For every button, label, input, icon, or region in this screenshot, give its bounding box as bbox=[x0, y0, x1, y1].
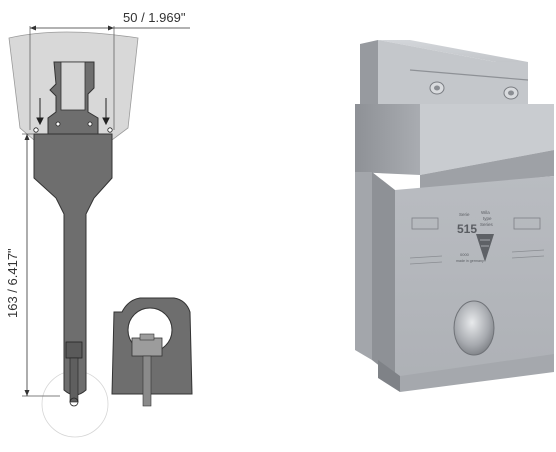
tool-render: Serie 515 Wila type Series 0000 made in … bbox=[355, 40, 554, 392]
clamp-arrows bbox=[36, 98, 110, 126]
side-text-bot: Series bbox=[480, 222, 494, 227]
main-side-face bbox=[372, 172, 395, 378]
height-dimension-label: 163 / 6.417" bbox=[5, 248, 20, 318]
model-number: 515 bbox=[457, 222, 477, 236]
bottom-bore bbox=[453, 300, 495, 356]
maker-logo-icon bbox=[476, 234, 494, 262]
section-drawing: 50 / 1.969" 163 / 6.417" bbox=[5, 10, 193, 438]
tang-top-face bbox=[378, 40, 528, 62]
stem-bolt bbox=[65, 341, 83, 359]
series-label: Serie bbox=[459, 212, 470, 217]
height-dimension: 163 / 6.417" bbox=[5, 133, 60, 397]
side-view-nut bbox=[131, 337, 163, 357]
width-dimension: 50 / 1.969" bbox=[29, 10, 190, 130]
shoulder-top-face bbox=[420, 104, 554, 175]
side-text-top: Wila bbox=[481, 210, 490, 215]
tang-screws bbox=[429, 81, 519, 100]
tang-slot bbox=[60, 61, 86, 111]
shoulder-left-face bbox=[355, 104, 420, 175]
shoulder-bevel bbox=[420, 150, 554, 190]
tip-front-face bbox=[400, 354, 554, 392]
engraving: Serie 515 Wila type Series 0000 made in … bbox=[409, 210, 545, 265]
width-dimension-label: 50 / 1.969" bbox=[123, 10, 186, 25]
side-text-mid: type bbox=[483, 216, 492, 221]
maker-text: made in germany bbox=[456, 259, 484, 263]
side-view bbox=[111, 297, 193, 407]
serial-text: 0000 bbox=[460, 252, 470, 257]
